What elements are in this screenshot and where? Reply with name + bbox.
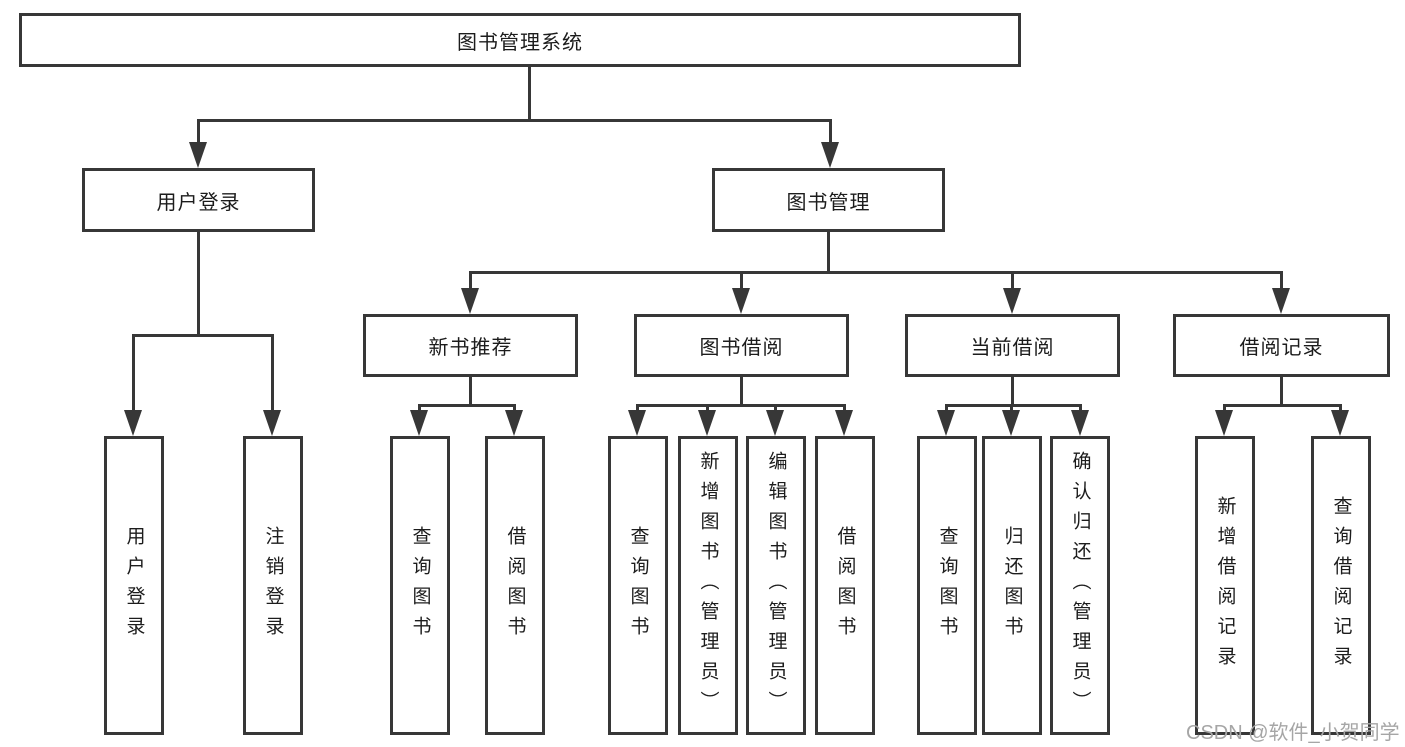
leaf-confirm-return-admin-label: 确认归还（管理员） xyxy=(1069,450,1091,721)
user-login-branch-hline xyxy=(132,334,274,337)
drop-line-query-books-recommend xyxy=(418,404,421,412)
leaf-add-borrow-record: 新增借阅记录 xyxy=(1195,436,1255,735)
leaf-confirm-return-admin: 确认归还（管理员） xyxy=(1050,436,1110,735)
drop-line-book-management xyxy=(829,119,832,145)
arrowhead-down-user-login xyxy=(189,142,207,168)
leaf-add-borrow-record-label: 新增借阅记录 xyxy=(1214,495,1236,676)
drop-line-borrow-books xyxy=(843,404,846,412)
leaf-return-books-label: 归还图书 xyxy=(1001,525,1023,646)
book-management-branch-hline xyxy=(469,271,1283,274)
drop-line-query-borrow-record xyxy=(1339,404,1342,412)
current-borrow-stem-line xyxy=(1011,377,1014,407)
arrowhead-down-book-borrow xyxy=(732,288,750,314)
arrowhead-down-current-borrow xyxy=(1003,288,1021,314)
node-book-management-label: 图书管理 xyxy=(786,191,871,214)
book-borrow-stem-line xyxy=(740,377,743,407)
leaf-query-borrow-record-label: 查询借阅记录 xyxy=(1330,495,1352,676)
node-current-borrow: 当前借阅 xyxy=(905,314,1120,377)
leaf-user-login-label: 用户登录 xyxy=(123,525,145,646)
current-borrow-branch-hline xyxy=(945,404,1081,407)
leaf-user-login: 用户登录 xyxy=(104,436,164,735)
arrowhead-down-borrow-books xyxy=(835,410,853,436)
leaf-borrow-books-label: 借阅图书 xyxy=(834,525,856,646)
drop-line-add-book-admin xyxy=(706,404,709,412)
leaf-edit-book-admin-label: 编辑图书（管理员） xyxy=(765,450,787,721)
arrowhead-down-leaf-user-login xyxy=(124,410,142,436)
arrowhead-down-edit-book-admin xyxy=(766,410,784,436)
leaf-borrow-books-recommend-label: 借阅图书 xyxy=(504,525,526,646)
node-new-book-recommend: 新书推荐 xyxy=(363,314,578,377)
leaf-query-books-current-label: 查询图书 xyxy=(936,525,958,646)
arrowhead-down-confirm-return-admin xyxy=(1071,410,1089,436)
borrow-records-stem-line xyxy=(1280,377,1283,407)
arrowhead-down-query-books-current xyxy=(937,410,955,436)
node-book-management: 图书管理 xyxy=(712,168,945,232)
arrowhead-down-return-books xyxy=(1002,410,1020,436)
drop-line-query-books-borrow xyxy=(636,404,639,412)
drop-line-confirm-return-admin xyxy=(1079,404,1082,412)
node-borrow-records: 借阅记录 xyxy=(1173,314,1390,377)
node-book-borrow-label: 图书借阅 xyxy=(699,337,784,359)
leaf-logout-label: 注销登录 xyxy=(262,525,284,646)
arrowhead-down-add-borrow-record xyxy=(1215,410,1233,436)
drop-line-add-borrow-record xyxy=(1223,404,1226,412)
drop-line-book-borrow xyxy=(740,271,743,290)
arrowhead-down-leaf-logout xyxy=(263,410,281,436)
leaf-logout: 注销登录 xyxy=(243,436,303,735)
drop-line-borrow-books-recommend xyxy=(513,404,516,412)
arrowhead-down-new-book-recommend xyxy=(461,288,479,314)
root-stem-line xyxy=(528,67,531,122)
drop-line-user-login xyxy=(197,119,200,145)
drop-line-edit-book-admin xyxy=(774,404,777,412)
leaf-add-book-admin-label: 新增图书（管理员） xyxy=(697,450,719,721)
drop-line-leaf-logout xyxy=(271,334,274,412)
leaf-borrow-books: 借阅图书 xyxy=(815,436,875,735)
root-branch-hline xyxy=(197,119,832,122)
arrowhead-down-borrow-books-recommend xyxy=(505,410,523,436)
csdn-watermark: CSDN @软件_小贺同学 xyxy=(1186,722,1400,744)
leaf-borrow-books-recommend: 借阅图书 xyxy=(485,436,545,735)
leaf-query-books-recommend-label: 查询图书 xyxy=(409,525,431,646)
book-management-stem-line xyxy=(827,232,830,274)
drop-line-leaf-user-login xyxy=(132,334,135,412)
drop-line-current-borrow xyxy=(1011,271,1014,290)
leaf-query-books-recommend: 查询图书 xyxy=(390,436,450,735)
node-user-login: 用户登录 xyxy=(82,168,315,232)
arrowhead-down-query-borrow-record xyxy=(1331,410,1349,436)
user-login-stem-line xyxy=(197,232,200,337)
new-book-branch-hline xyxy=(418,404,516,407)
new-book-stem-line xyxy=(469,377,472,407)
drop-line-query-books-current xyxy=(945,404,948,412)
node-root: 图书管理系统 xyxy=(19,13,1021,67)
leaf-query-books-borrow: 查询图书 xyxy=(608,436,668,735)
arrowhead-down-borrow-records xyxy=(1272,288,1290,314)
node-borrow-records-label: 借阅记录 xyxy=(1239,337,1324,359)
leaf-add-book-admin: 新增图书（管理员） xyxy=(678,436,738,735)
node-current-borrow-label: 当前借阅 xyxy=(970,337,1055,359)
node-user-login-label: 用户登录 xyxy=(156,191,241,214)
leaf-query-books-borrow-label: 查询图书 xyxy=(627,525,649,646)
drop-line-borrow-records xyxy=(1280,271,1283,290)
leaf-query-books-current: 查询图书 xyxy=(917,436,977,735)
drop-line-return-books xyxy=(1010,404,1013,412)
node-book-borrow: 图书借阅 xyxy=(634,314,849,377)
leaf-return-books: 归还图书 xyxy=(982,436,1042,735)
node-root-label: 图书管理系统 xyxy=(457,31,583,54)
borrow-records-branch-hline xyxy=(1223,404,1342,407)
arrowhead-down-query-books-borrow xyxy=(628,410,646,436)
leaf-edit-book-admin: 编辑图书（管理员） xyxy=(746,436,806,735)
arrowhead-down-book-management xyxy=(821,142,839,168)
leaf-query-borrow-record: 查询借阅记录 xyxy=(1311,436,1371,735)
drop-line-new-book-recommend xyxy=(469,271,472,290)
node-new-book-recommend-label: 新书推荐 xyxy=(428,337,513,359)
arrowhead-down-add-book-admin xyxy=(698,410,716,436)
arrowhead-down-query-books-recommend xyxy=(410,410,428,436)
book-borrow-branch-hline xyxy=(636,404,846,407)
